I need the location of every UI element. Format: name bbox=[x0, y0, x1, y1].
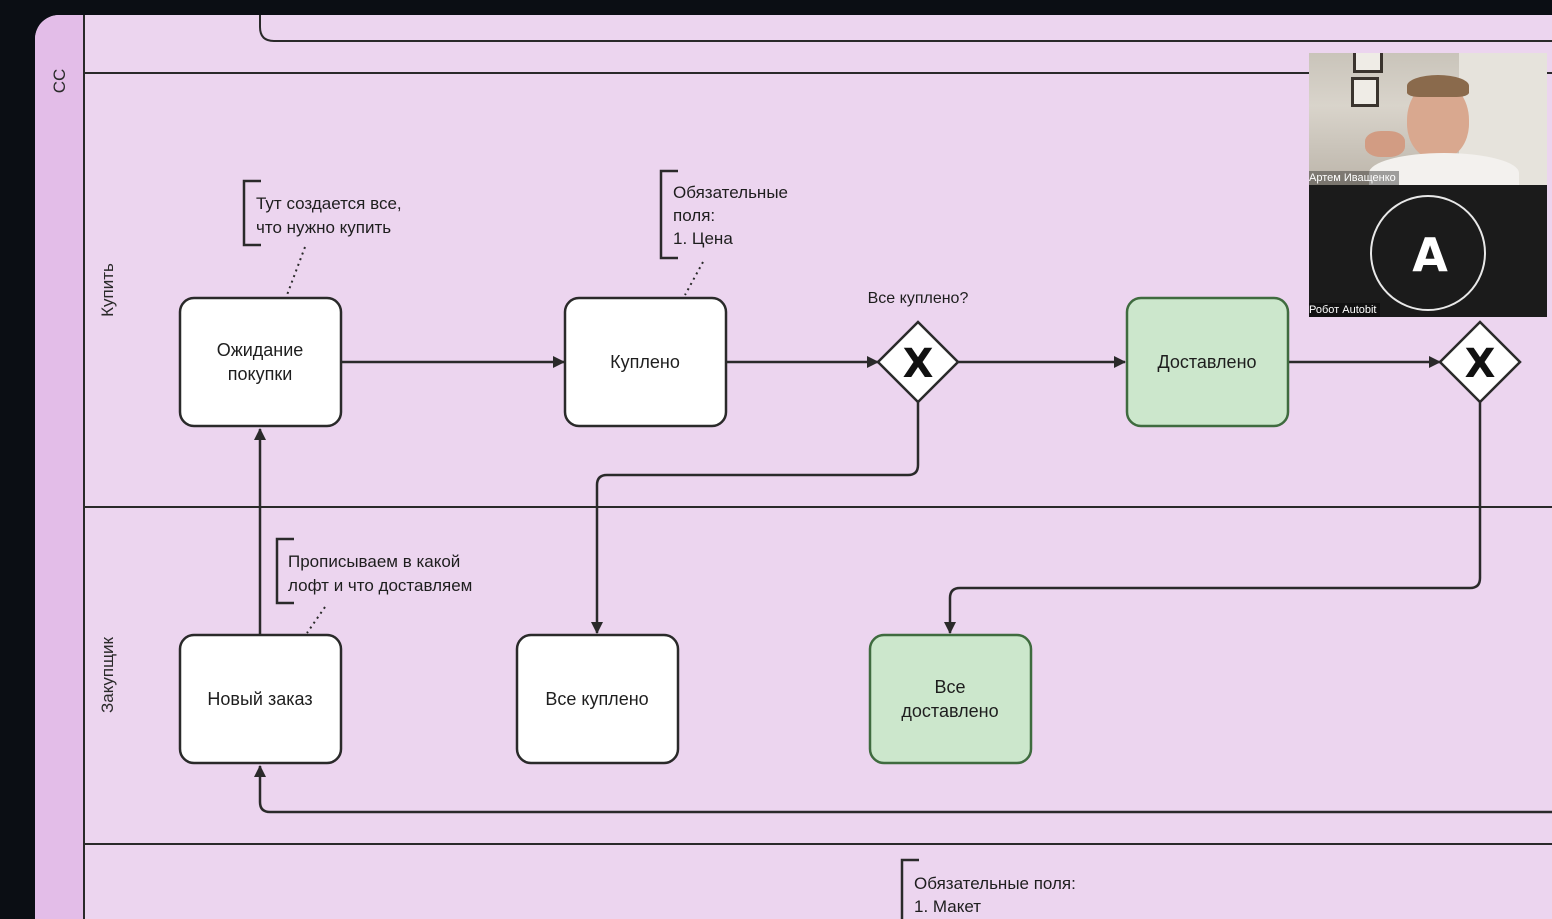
gateway-exclusive-2[interactable]: X bbox=[1438, 320, 1522, 404]
annotation-created-here-line2: что нужно купить bbox=[256, 218, 391, 237]
annotation-required-price-line3: 1. Цена bbox=[673, 229, 733, 248]
flow-gateway-to-all-bought bbox=[591, 402, 920, 634]
task-all-delivered[interactable]: Все доставлено bbox=[868, 633, 1033, 765]
lane-label-buy: Купить bbox=[98, 263, 117, 317]
flow-gateway2-to-all-delivered bbox=[944, 402, 1482, 634]
task-waiting-purchase[interactable]: Ожидание покупки bbox=[178, 296, 343, 428]
participant-name-2: Робот Autobit bbox=[1309, 303, 1380, 317]
annotation-required-price-line2: поля: bbox=[673, 206, 715, 225]
task-all-delivered-line1: Все bbox=[934, 677, 965, 697]
diagram-canvas: СС Купить Закупщик Тут создается все, чт… bbox=[35, 15, 1552, 919]
annotation-describe-loft-line2: лофт и что доставляем bbox=[288, 576, 472, 595]
task-all-delivered-line2: доставлено bbox=[901, 701, 998, 721]
video-call-panel[interactable]: Артем Иващенко A Робот Autobit bbox=[1309, 53, 1547, 317]
person-shirt bbox=[1369, 153, 1519, 185]
gateway-2-x-icon: X bbox=[1465, 341, 1496, 387]
task-delivered-label: Доставлено bbox=[1157, 352, 1256, 372]
task-waiting-purchase-line1: Ожидание bbox=[217, 340, 304, 360]
gateway-1-x-icon: X bbox=[903, 341, 934, 387]
gateway-exclusive-1[interactable]: X bbox=[876, 320, 960, 404]
bot-avatar-letter: A bbox=[1412, 228, 1448, 282]
participant-tile-person[interactable]: Артем Иващенко bbox=[1309, 53, 1547, 185]
pool-header bbox=[35, 15, 84, 919]
annotation-bracket bbox=[900, 858, 919, 919]
person-hand bbox=[1365, 131, 1405, 157]
annotation-bracket bbox=[242, 179, 261, 247]
task-new-order-label: Новый заказ bbox=[207, 689, 312, 709]
flow-return-to-new-order bbox=[254, 765, 1552, 814]
participant-tile-bot[interactable]: A Робот Autobit bbox=[1309, 185, 1547, 317]
task-waiting-purchase-line2: покупки bbox=[228, 364, 293, 384]
participant-name-1: Артем Иващенко bbox=[1309, 171, 1399, 185]
annotation-bracket bbox=[659, 169, 678, 260]
task-all-bought[interactable]: Все куплено bbox=[515, 633, 680, 765]
task-delivered[interactable]: Доставлено bbox=[1125, 296, 1290, 428]
gateway-1-label: Все куплено? bbox=[868, 290, 969, 307]
wall-frame-image bbox=[1351, 77, 1379, 107]
task-bought-label: Куплено bbox=[610, 352, 680, 372]
wall-frame-image bbox=[1353, 53, 1383, 73]
task-new-order[interactable]: Новый заказ bbox=[178, 633, 343, 765]
annotation-describe-loft-line1: Прописываем в какой bbox=[288, 552, 460, 571]
connector-top bbox=[259, 15, 1552, 42]
annotation-link bbox=[684, 261, 704, 296]
annotation-link bbox=[306, 606, 326, 634]
person-hair bbox=[1407, 75, 1469, 97]
annotation-created-here-line1: Тут создается все, bbox=[256, 194, 402, 213]
task-all-bought-label: Все куплено bbox=[545, 689, 648, 709]
lane-label-purchaser: Закупщик bbox=[98, 636, 117, 713]
annotation-bracket bbox=[275, 537, 294, 605]
annotation-required-layout-line2: 1. Макет bbox=[914, 897, 981, 916]
task-bought[interactable]: Куплено bbox=[563, 296, 728, 428]
annotation-required-layout-line1: Обязательные поля: bbox=[914, 874, 1076, 893]
process-diagram: СС Купить Закупщик Тут создается все, чт… bbox=[35, 15, 1552, 919]
lane-label-top: СС bbox=[50, 69, 69, 94]
annotation-link bbox=[286, 246, 306, 296]
bot-avatar: A bbox=[1370, 195, 1486, 311]
annotation-required-price-line1: Обязательные bbox=[673, 183, 788, 202]
